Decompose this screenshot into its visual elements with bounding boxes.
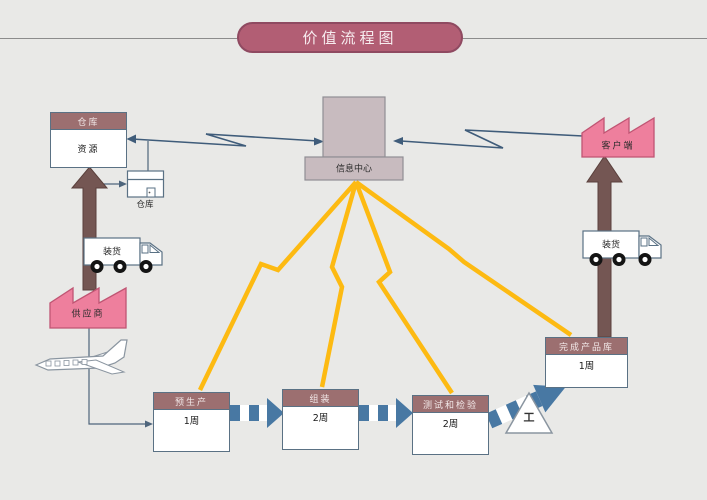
process-duration: 2周 (442, 419, 459, 430)
warehouse-box[interactable]: 仓库 资源 (50, 112, 127, 168)
inventory-triangle-icon[interactable] (504, 391, 554, 434)
supplier-label: 供应商 (71, 309, 105, 320)
truck-right-label: 装货 (601, 240, 621, 251)
customer-factory[interactable] (581, 116, 655, 158)
process-duration: 1周 (183, 416, 200, 427)
small-warehouse-label: 仓库 (136, 200, 154, 210)
lightning-bolt-to-testing (353, 181, 454, 395)
process-box-testing[interactable]: 测试和检验 2周 (412, 395, 489, 455)
truck-icon-right[interactable] (582, 230, 662, 267)
lightning-bolt-to-assembly (319, 181, 359, 388)
lightning-bolt-to-preproduction (197, 180, 358, 391)
process-duration: 2周 (312, 413, 329, 424)
warehouse-box-header: 仓库 (51, 113, 126, 130)
small-warehouse-icon[interactable] (126, 170, 165, 198)
inventory-triangle-label: 工 (523, 411, 535, 424)
page-title: 价值流程图 (237, 22, 463, 53)
shipment-arrow-left[interactable] (70, 166, 109, 291)
process-box-preproduction[interactable]: 预生产 1周 (153, 392, 230, 452)
process-box-finished-store[interactable]: 完成产品库 1周 (545, 337, 628, 388)
lightning-bolt-to-finished-store (354, 180, 573, 337)
zigzag-info-arrow-right (393, 129, 584, 149)
zigzag-info-arrow-left (126, 133, 324, 147)
process-name: 完成产品库 (546, 338, 627, 355)
info-center-icon[interactable] (304, 96, 404, 181)
process-name: 组装 (283, 390, 358, 407)
supplier-factory[interactable] (49, 286, 127, 329)
process-duration: 1周 (578, 361, 595, 372)
warehouse-box-body: 资源 (77, 145, 100, 155)
info-center-label: 信息中心 (335, 164, 373, 175)
process-name: 预生产 (154, 393, 229, 410)
push-arrow-1 (230, 398, 284, 428)
airplane-icon[interactable] (34, 339, 128, 375)
customer-label: 客户端 (601, 141, 635, 152)
process-name: 测试和检验 (413, 396, 488, 413)
push-arrow-2 (359, 398, 413, 428)
process-box-assembly[interactable]: 组装 2周 (282, 389, 359, 450)
truck-left-label: 装货 (102, 247, 122, 258)
page-title-text: 价值流程图 (302, 29, 398, 47)
truck-icon-left[interactable] (83, 237, 163, 274)
